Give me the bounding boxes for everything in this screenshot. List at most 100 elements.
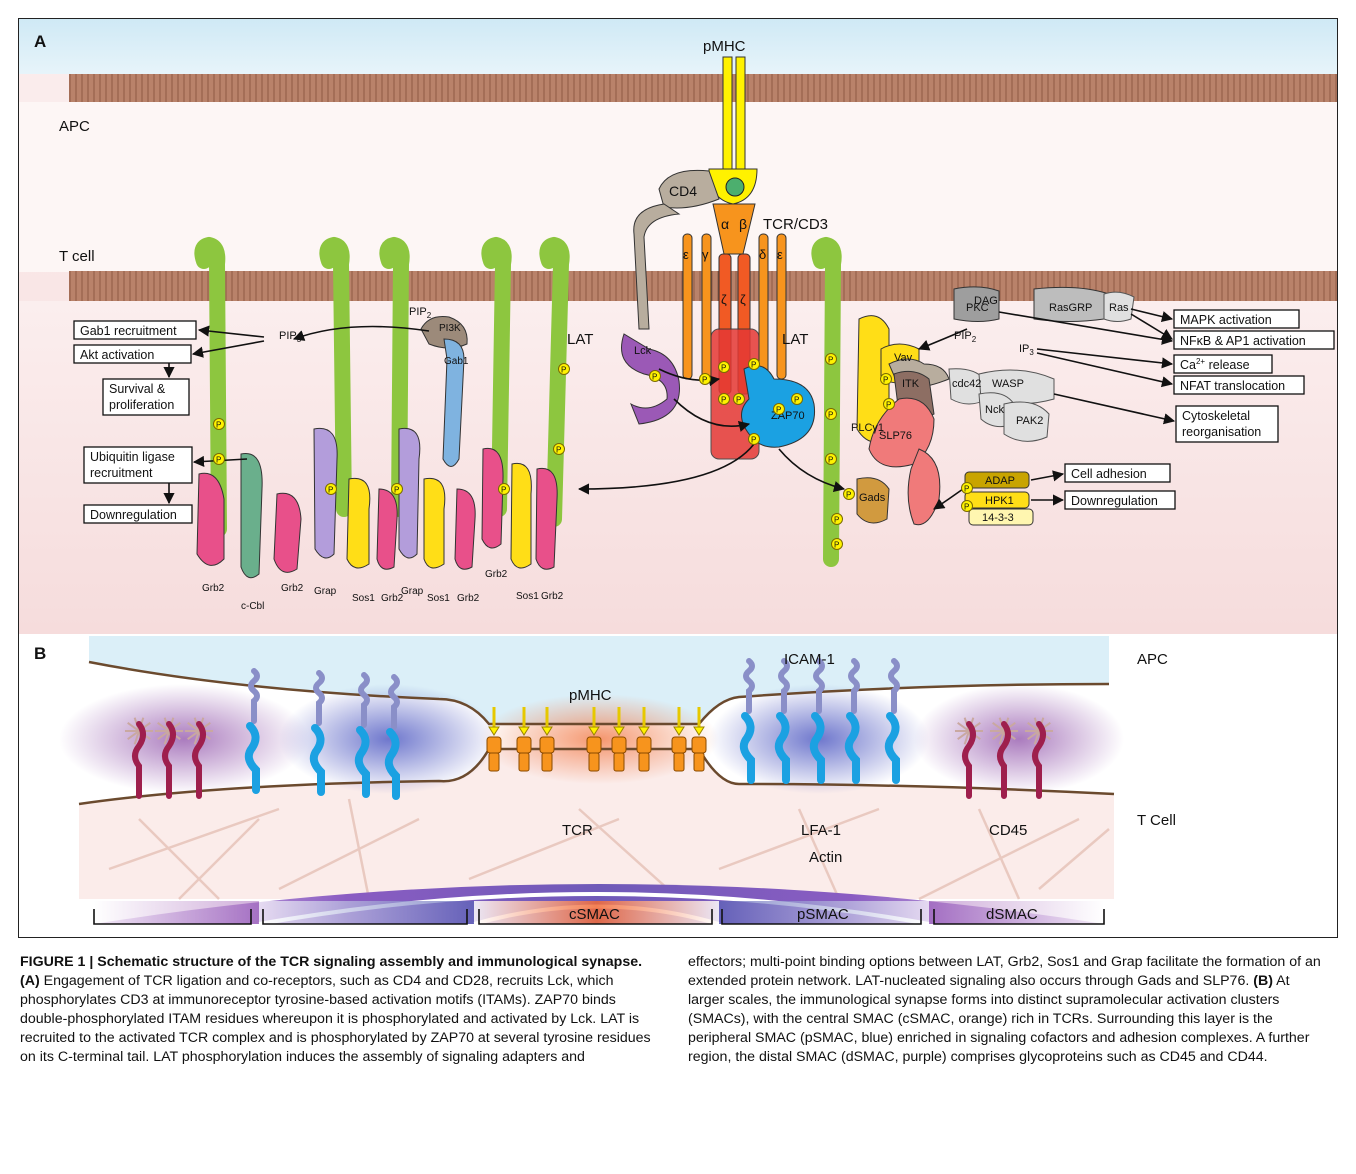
pak2-label: PAK2 xyxy=(1016,415,1043,427)
svg-text:P: P xyxy=(652,373,657,382)
pkc-label: PKC xyxy=(966,302,989,314)
ubiquitin-text-2: recruitment xyxy=(90,466,153,480)
svg-text:P: P xyxy=(964,485,969,494)
adaptor-label: Grb2 xyxy=(457,593,480,604)
survival-text-1: Survival & xyxy=(109,382,166,396)
tcr-molecule xyxy=(637,737,651,771)
vav-label: Vav xyxy=(894,352,913,364)
phospho-marker: P xyxy=(719,362,730,373)
gads-label: Gads xyxy=(859,492,886,504)
adaptor-label: Grap xyxy=(401,586,424,597)
phospho-marker: P xyxy=(844,489,855,500)
panel-a-letter: A xyxy=(34,32,46,51)
lfa1-label-b: LFA-1 xyxy=(801,822,841,839)
phospho-marker: P xyxy=(214,454,225,465)
caption-left-column: FIGURE 1 | Schematic structure of the TC… xyxy=(20,953,660,1067)
icam1-label: ICAM-1 xyxy=(784,651,835,668)
cytoskeletal-text-1: Cytoskeletal xyxy=(1182,409,1250,423)
phospho-marker: P xyxy=(832,514,843,525)
nfkb-text: NFκB & AP1 activation xyxy=(1180,334,1306,348)
phospho-marker: P xyxy=(881,374,892,385)
caption-title: FIGURE 1 | Schematic structure of the TC… xyxy=(20,954,642,970)
downregulation-left-text: Downregulation xyxy=(90,508,177,522)
lck-label: Lck xyxy=(634,345,652,357)
phospho-marker: P xyxy=(326,484,337,495)
adaptor-label: Sos1 xyxy=(352,593,375,604)
svg-text:P: P xyxy=(828,356,833,365)
apc-label: APC xyxy=(59,118,90,135)
t-cell-label: T cell xyxy=(59,248,95,265)
svg-text:P: P xyxy=(328,486,333,495)
cytoskeletal-text-2: reorganisation xyxy=(1182,425,1261,439)
tcr-molecule xyxy=(487,737,501,771)
svg-text:P: P xyxy=(794,396,799,405)
rasgrp-label: RasGRP xyxy=(1049,302,1092,314)
svg-text:P: P xyxy=(501,486,506,495)
phospho-marker: P xyxy=(554,444,565,455)
ras-label: Ras xyxy=(1109,302,1129,314)
caption-right-column: effectors; multi-point binding options b… xyxy=(688,953,1328,1067)
svg-text:P: P xyxy=(883,376,888,385)
beta-label: β xyxy=(739,216,747,232)
phospho-marker: P xyxy=(700,374,711,385)
lat-left-label: LAT xyxy=(567,331,593,348)
adaptor-label: Grb2 xyxy=(202,583,225,594)
phospho-marker: P xyxy=(559,364,570,375)
apc-membrane xyxy=(69,74,1338,102)
tcr-cd3-label: TCR/CD3 xyxy=(763,216,828,233)
gamma-label: γ xyxy=(702,247,709,262)
svg-text:P: P xyxy=(828,411,833,420)
ca-release-text: Ca2+ release xyxy=(1180,357,1250,372)
figure-diagram: A APC T cell pMHC CD4 α β TCR/CD3 ε γ ζ … xyxy=(19,19,1338,938)
cdc42-label: cdc42 xyxy=(952,378,981,390)
svg-text:P: P xyxy=(721,364,726,373)
phospho-marker: P xyxy=(774,404,785,415)
apc-label-b: APC xyxy=(1137,651,1168,668)
phospho-marker: P xyxy=(832,539,843,550)
cell-adhesion-text: Cell adhesion xyxy=(1071,467,1147,481)
svg-text:P: P xyxy=(702,376,707,385)
dsmac-label: dSMAC xyxy=(986,906,1038,923)
hpk1-label: HPK1 xyxy=(985,495,1014,507)
phospho-marker: P xyxy=(826,454,837,465)
slp76-label: SLP76 xyxy=(879,430,912,442)
adaptor-label: Grb2 xyxy=(485,569,508,580)
adaptor-label: c-Cbl xyxy=(241,601,264,612)
adaptor-label: Sos1 xyxy=(516,591,539,602)
phospho-marker: P xyxy=(962,501,973,512)
mapk-text: MAPK activation xyxy=(1180,313,1272,327)
adaptor-label: Sos1 xyxy=(427,593,450,604)
csmac-label: cSMAC xyxy=(569,906,620,923)
adap-label: ADAP xyxy=(985,475,1015,487)
phospho-marker: P xyxy=(884,399,895,410)
phospho-marker: P xyxy=(962,483,973,494)
svg-text:P: P xyxy=(886,401,891,410)
phospho-marker: P xyxy=(392,484,403,495)
akt-activation-text: Akt activation xyxy=(80,348,154,362)
tcr-molecule xyxy=(692,737,706,771)
zeta-1-label: ζ xyxy=(721,292,727,307)
svg-text:P: P xyxy=(964,503,969,512)
cd45-label-b: CD45 xyxy=(989,822,1027,839)
figure-frame: A APC T cell pMHC CD4 α β TCR/CD3 ε γ ζ … xyxy=(18,18,1338,938)
svg-text:P: P xyxy=(556,446,561,455)
phospho-marker: P xyxy=(749,359,760,370)
alpha-label: α xyxy=(721,216,729,232)
pi3k-label: PI3K xyxy=(439,323,461,334)
nck-label: Nck xyxy=(985,404,1004,416)
pmhc-label: pMHC xyxy=(703,38,746,55)
phospho-marker: P xyxy=(826,354,837,365)
caption-part-b: (B) xyxy=(1253,973,1273,989)
svg-text:P: P xyxy=(561,366,566,375)
delta-label: δ xyxy=(759,247,766,262)
svg-text:P: P xyxy=(776,406,781,415)
caption-part-a: (A) xyxy=(20,973,40,989)
t-cell-label-b: T Cell xyxy=(1137,812,1176,829)
tcr-molecule xyxy=(540,737,554,771)
1433-label: 14-3-3 xyxy=(982,512,1014,524)
svg-text:P: P xyxy=(721,396,726,405)
wasp-label: WASP xyxy=(992,378,1024,390)
nfat-text: NFAT translocation xyxy=(1180,379,1285,393)
actin-label: Actin xyxy=(809,849,842,866)
svg-text:P: P xyxy=(846,491,851,500)
